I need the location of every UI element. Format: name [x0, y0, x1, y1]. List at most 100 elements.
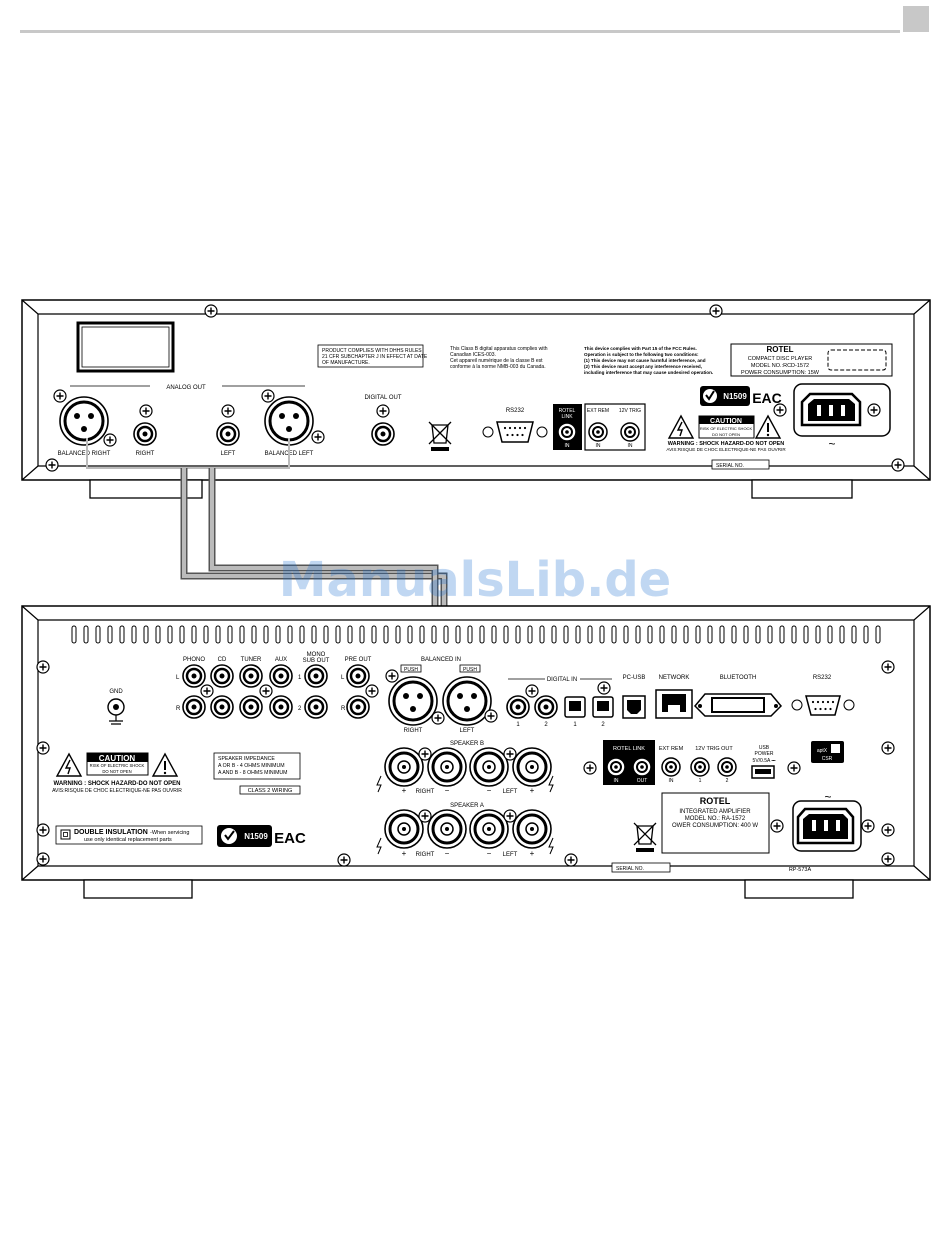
vent-slot [155, 625, 161, 644]
vent-slot [575, 625, 581, 644]
svg-text:LINK: LINK [561, 414, 573, 420]
rotel-link-in-jack[interactable] [557, 422, 577, 442]
vent-slot [563, 625, 569, 644]
balanced-in-left[interactable] [441, 675, 493, 727]
svg-text:CLASS 2 WIRING: CLASS 2 WIRING [248, 788, 293, 794]
vent-slot [791, 625, 797, 644]
usb-power-port[interactable] [751, 765, 775, 779]
vent-slot [839, 625, 845, 644]
vent-slot [359, 625, 365, 644]
amp-warning-text: WARNING : SHOCK HAZARD-DO NOT OPEN [54, 781, 181, 787]
vent-slot [527, 625, 533, 644]
trig-jack[interactable] [620, 422, 640, 442]
svg-text:2: 2 [298, 706, 302, 712]
svg-text:2: 2 [544, 722, 548, 728]
svg-text:ROTEL: ROTEL [559, 408, 576, 414]
right-rca-output[interactable] [132, 421, 158, 447]
cd-ac-inlet[interactable] [773, 383, 891, 437]
vent-slot [815, 625, 821, 644]
bluetooth-antenna-port[interactable] [693, 693, 783, 717]
watermark-text: ManualsLib.de [279, 552, 671, 608]
network-port[interactable] [655, 689, 693, 719]
vent-slot [743, 625, 749, 644]
trig-out-1[interactable] [690, 757, 710, 777]
vent-slot [623, 625, 629, 644]
balanced-right-output[interactable] [58, 395, 110, 447]
svg-text:1: 1 [573, 722, 577, 728]
xlr-cable [86, 438, 475, 663]
vent-slot [227, 625, 233, 644]
amp-avis-text: AVIS:RISQUE DE CHOC ELECTRIQUE-NE PAS OU… [52, 788, 182, 794]
amp-ext-rem-label: EXT REM [659, 746, 684, 752]
svg-text:LEFT: LEFT [460, 728, 475, 734]
vent-slot [647, 625, 653, 644]
vent-slot [479, 625, 485, 644]
svg-text:5V/0.5A ⎓: 5V/0.5A ⎓ [753, 758, 776, 764]
vent-slot [107, 625, 113, 644]
gnd-label: GND [109, 689, 123, 695]
trig-out-label: 12V TRIG OUT [695, 746, 733, 752]
svg-text:(1) This device may not cause: (1) This device may not cause harmful in… [584, 358, 706, 363]
vent-slot [323, 625, 329, 644]
speaker-a-label: SPEAKER A [450, 803, 484, 809]
rs232-port-amp[interactable] [791, 695, 855, 716]
svg-text:DOUBLE INSULATION: DOUBLE INSULATION [74, 829, 148, 836]
amp-ext-rem-jack[interactable] [661, 757, 681, 777]
amplifier-panel: GND PHONO CD TUNER AUX MONO SUB OUT PRE … [21, 605, 931, 899]
pc-usb-port[interactable] [622, 695, 646, 719]
svg-text:OWER CONSUMPTION: 400 W: OWER CONSUMPTION: 400 W [672, 823, 758, 829]
svg-text:CAUTION: CAUTION [710, 418, 742, 425]
vent-slot [503, 625, 509, 644]
svg-text:ROTEL: ROTEL [766, 345, 793, 354]
vent-slot [395, 625, 401, 644]
balanced-right-label: BALANCED RIGHT [58, 451, 111, 457]
rs232-label: RS232 [506, 408, 525, 414]
svg-text:IN: IN [628, 443, 633, 449]
tuner-label: TUNER [241, 657, 262, 663]
rs232-port[interactable] [482, 421, 548, 443]
cd-player-panel: ANALOG OUT BALANCED RIGHT RIGHT LEFT BAL… [21, 299, 931, 499]
optical-in-1[interactable] [564, 696, 586, 718]
amp-ac-inlet[interactable] [770, 800, 875, 852]
vent-slot [707, 625, 713, 644]
vent-slot [299, 625, 305, 644]
vent-slot [731, 625, 737, 644]
left-rca-output[interactable] [215, 421, 241, 447]
optical-in-2[interactable] [592, 696, 614, 718]
svg-text:CAUTION: CAUTION [99, 754, 136, 763]
network-label: NETWORK [659, 675, 690, 681]
coax-in-2[interactable] [533, 694, 559, 720]
balanced-left-output[interactable] [263, 395, 315, 447]
vent-slot [491, 625, 497, 644]
vent-slot [383, 625, 389, 644]
vent-slot [95, 625, 101, 644]
cd-caution-label: CAUTION RISK OF ELECTRIC SHOCK DO NOT OP… [698, 415, 755, 439]
svg-text:This Class B digital apparatus: This Class B digital apparatus complies … [450, 346, 548, 352]
svg-text:Cet appareil numérique de la c: Cet appareil numérique de la classe B es… [450, 358, 543, 364]
svg-text:(2) This device must accept an: (2) This device must accept any interfer… [584, 364, 702, 369]
rotel-link-out-jack[interactable] [632, 757, 652, 777]
svg-text:-When servicing: -When servicing [150, 830, 189, 836]
svg-text:RISK OF ELECTRIC SHOCK: RISK OF ELECTRIC SHOCK [700, 426, 753, 431]
vent-slot [167, 625, 173, 644]
coax-in-1[interactable] [505, 694, 531, 720]
svg-text:1: 1 [699, 778, 702, 784]
svg-text:L: L [341, 675, 345, 681]
amp-caution-label: CAUTION RISK OF ELECTRIC SHOCK DO NOT OP… [86, 752, 149, 776]
svg-text:USB: USB [759, 745, 770, 751]
ext-rem-jack[interactable] [588, 422, 608, 442]
ground-terminal[interactable] [107, 698, 125, 725]
vent-slot [71, 625, 77, 644]
svg-text:INTEGRATED AMPLIFIER: INTEGRATED AMPLIFIER [679, 809, 751, 815]
trig-out-2[interactable] [717, 757, 737, 777]
vent-slot [659, 625, 665, 644]
vent-slot [827, 625, 833, 644]
balanced-in-right[interactable] [387, 675, 439, 727]
svg-text:POWER CONSUMPTION: 15W: POWER CONSUMPTION: 15W [741, 370, 820, 376]
digital-out-coax[interactable] [370, 421, 396, 447]
part-number: RP-573A [789, 867, 812, 873]
pc-usb-label: PC-USB [623, 675, 646, 681]
svg-text:ROTEL LINK: ROTEL LINK [613, 746, 645, 752]
svg-text:+: + [402, 786, 407, 795]
rotel-link-in-jack-amp[interactable] [606, 757, 626, 777]
